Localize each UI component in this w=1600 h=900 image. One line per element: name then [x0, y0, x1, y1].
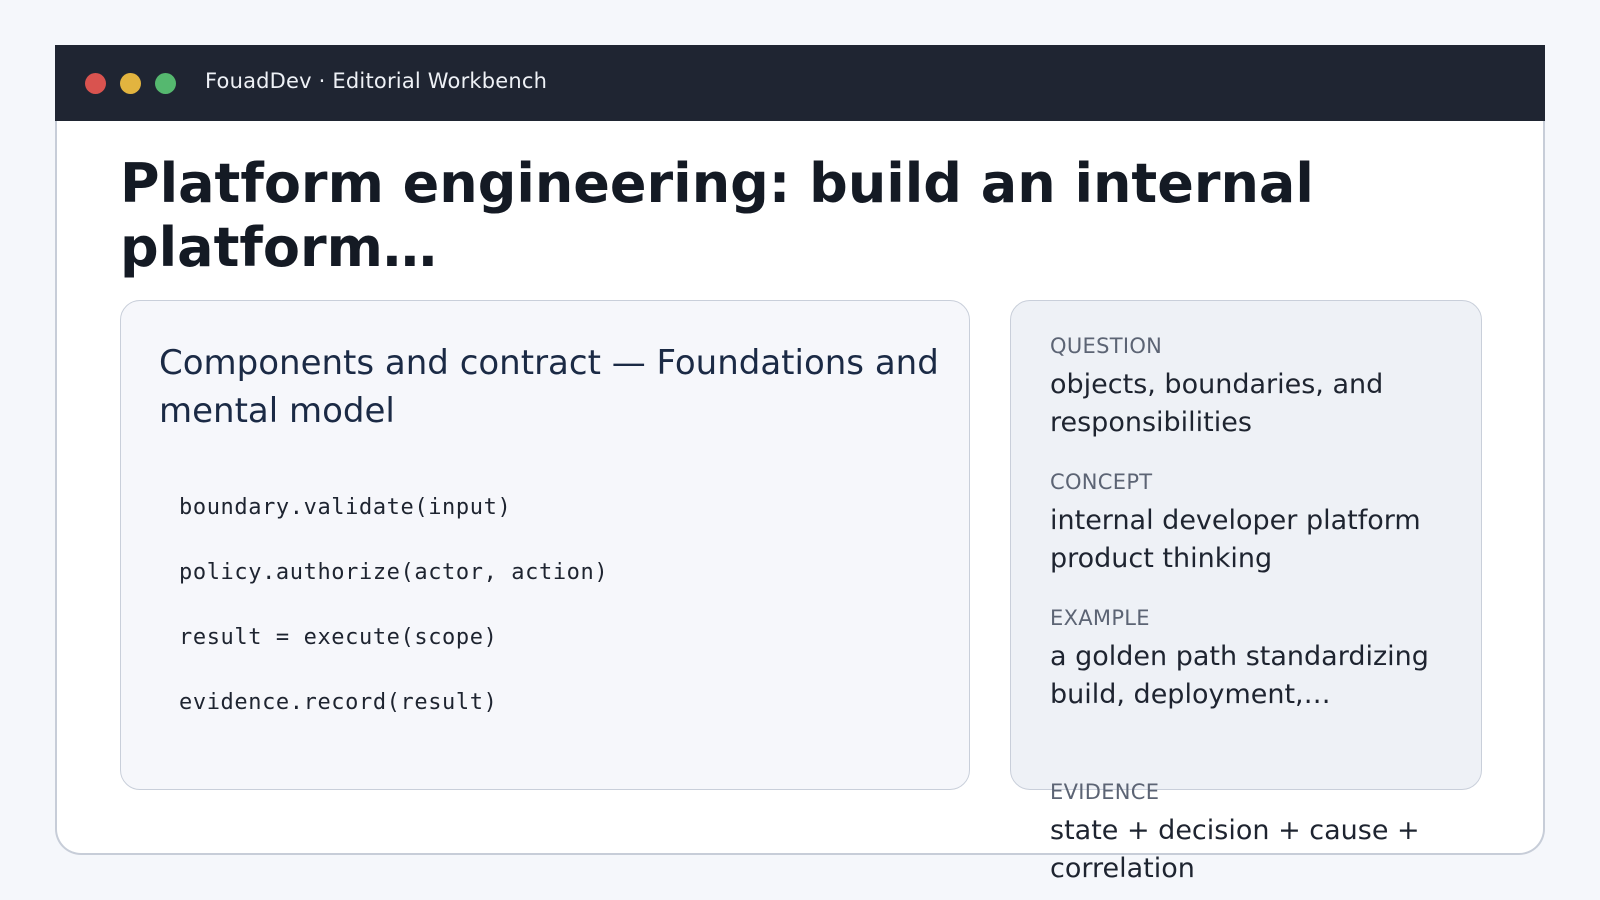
maximize-window-button[interactable] — [155, 73, 176, 94]
example-section: EXAMPLE a golden path standardizing buil… — [1050, 604, 1470, 714]
evidence-value: state + decision + cause + correlation — [1050, 815, 1420, 884]
concept-value: internal developer platform product thin… — [1050, 505, 1421, 574]
code-line: evidence.record(result) — [179, 690, 498, 715]
example-label: EXAMPLE — [1050, 606, 1150, 630]
close-window-button[interactable] — [85, 73, 106, 94]
minimize-window-button[interactable] — [120, 73, 141, 94]
code-line: result = execute(scope) — [179, 625, 498, 650]
side-panel — [1010, 300, 1482, 790]
title-bar: FouadDev · Editorial Workbench — [55, 45, 1545, 121]
evidence-label: EVIDENCE — [1050, 780, 1160, 804]
question-label: QUESTION — [1050, 334, 1163, 358]
code-line: boundary.validate(input) — [179, 495, 512, 520]
example-value: a golden path standardizing build, deplo… — [1050, 641, 1429, 710]
concept-section: CONCEPT internal developer platform prod… — [1050, 468, 1470, 578]
concept-label: CONCEPT — [1050, 470, 1153, 494]
code-snippet: boundary.validate(input) policy.authoriz… — [179, 493, 608, 753]
content-card: Components and contract — Foundations an… — [120, 300, 970, 790]
code-line: policy.authorize(actor, action) — [179, 560, 609, 585]
card-heading: Components and contract — Foundations an… — [159, 343, 939, 431]
evidence-section: EVIDENCE state + decision + cause + corr… — [1050, 778, 1470, 888]
page-title: Platform engineering: build an internal … — [120, 152, 1314, 279]
question-value: objects, boundaries, and responsibilitie… — [1050, 369, 1384, 438]
window-title: FouadDev · Editorial Workbench — [205, 69, 548, 93]
question-section: QUESTION objects, boundaries, and respon… — [1050, 332, 1470, 442]
